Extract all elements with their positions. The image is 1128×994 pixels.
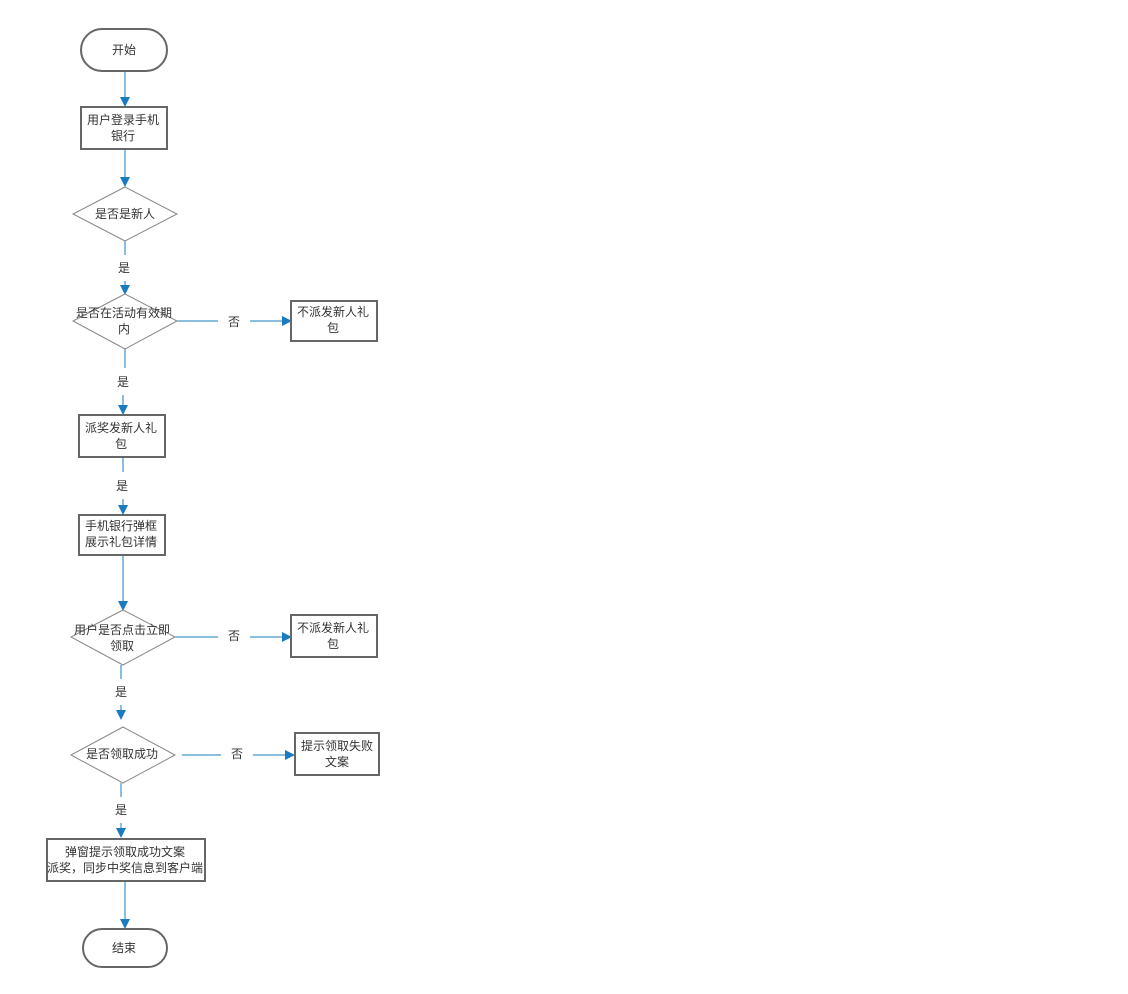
- node-label: 是否是新人: [95, 206, 155, 221]
- node-label-line-2: 包: [115, 437, 127, 451]
- node-label-line-1: 用户是否点击立即: [74, 622, 170, 637]
- process-shape: [78, 514, 166, 556]
- node-no-gift-1: 不派发新人礼 包: [290, 300, 378, 342]
- node-label-line-1: 用户登录手机: [87, 112, 159, 127]
- node-click-claim: 用户是否点击立即 领取: [69, 609, 177, 666]
- node-label-line-1: 派奖发新人礼: [85, 420, 157, 435]
- process-shape: [46, 838, 206, 882]
- node-label-line-1: 手机银行弹框: [85, 519, 157, 533]
- node-is-new: 是否是新人: [71, 186, 179, 242]
- edge-label-claimok-no: 否: [231, 747, 243, 761]
- terminal-shape: [82, 928, 168, 968]
- node-claim-ok: 是否领取成功: [69, 726, 177, 784]
- node-label: 是否领取成功: [86, 747, 158, 761]
- edge-label-sendgift-yes: 是: [116, 479, 128, 493]
- edge-label-claimok-yes: 是: [115, 803, 127, 817]
- node-no-gift-2: 不派发新人礼 包: [290, 614, 378, 658]
- decision-shape: [71, 186, 179, 242]
- decision-shape: [69, 609, 177, 666]
- process-shape: [290, 614, 378, 658]
- node-label: 结束: [112, 941, 136, 955]
- node-label-line-1: 弹窗提示领取成功文案: [65, 844, 185, 859]
- node-label-line-1: 是否在活动有效期: [76, 305, 172, 320]
- decision-shape: [71, 293, 179, 350]
- edge-label-inperiod-yes: 是: [117, 375, 129, 389]
- edge-label-clickclaim-no: 否: [228, 629, 240, 643]
- process-shape: [80, 106, 168, 150]
- node-label: 开始: [112, 43, 136, 57]
- edge-label-clickclaim-yes: 是: [115, 685, 127, 699]
- node-in-period: 是否在活动有效期 内: [71, 293, 179, 350]
- node-success: 弹窗提示领取成功文案 派奖，同步中奖信息到客户端: [46, 838, 206, 882]
- process-shape: [290, 300, 378, 342]
- node-end: 结束: [82, 928, 168, 968]
- node-fail-tip: 提示领取失败 文案: [294, 732, 380, 776]
- node-label-line-2: 内: [118, 322, 130, 336]
- process-shape: [78, 414, 166, 458]
- node-label-line-2: 派奖，同步中奖信息到客户端: [47, 860, 203, 875]
- node-label-line-2: 银行: [111, 129, 135, 143]
- node-label-line-2: 包: [327, 321, 339, 335]
- node-popup: 手机银行弹框 展示礼包详情: [78, 514, 166, 556]
- node-label-line-1: 不派发新人礼: [297, 620, 369, 635]
- node-label-line-2: 文案: [325, 754, 349, 769]
- node-label-line-2: 展示礼包详情: [85, 534, 157, 549]
- node-login: 用户登录手机 银行: [80, 106, 168, 150]
- edge-label-isnew-yes: 是: [118, 261, 130, 275]
- terminal-shape: [80, 28, 168, 72]
- edge-labels: 是 否 是 是 否 是 否 是: [115, 261, 243, 817]
- node-send-gift: 派奖发新人礼 包: [78, 414, 166, 458]
- node-label-line-2: 领取: [110, 639, 134, 653]
- process-shape: [294, 732, 380, 776]
- edge-label-inperiod-no: 否: [228, 315, 240, 329]
- node-label-line-1: 不派发新人礼: [297, 304, 369, 319]
- node-start: 开始: [80, 28, 168, 72]
- decision-shape: [69, 726, 177, 784]
- node-label-line-2: 包: [327, 637, 339, 651]
- edges: [116, 71, 295, 929]
- node-label-line-1: 提示领取失败: [301, 738, 373, 753]
